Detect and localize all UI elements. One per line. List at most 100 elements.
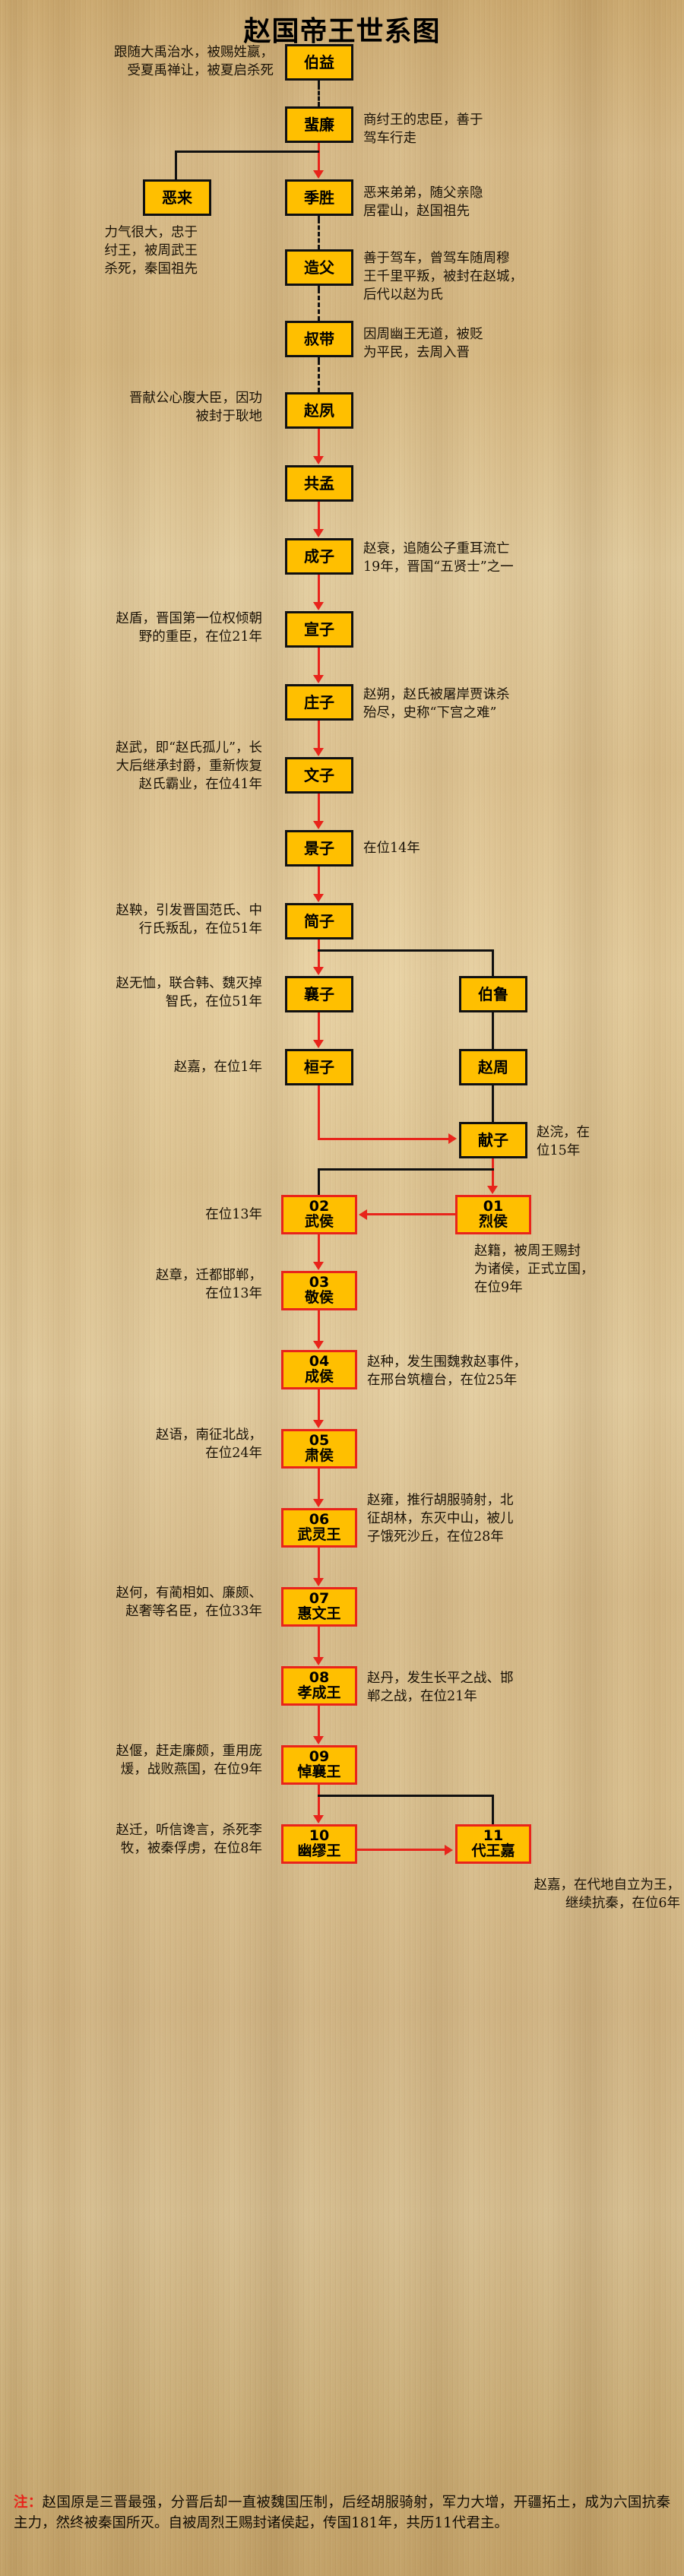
note-zhuangzi: 赵朔，赵氏被屠岸贾诛杀 殆尽，史称“下宫之难” — [363, 687, 510, 721]
node-jianzi[interactable]: 简子 — [285, 903, 353, 939]
node-feilian[interactable]: 蜚廉 — [285, 106, 353, 143]
note-wuhou: 在位13年 — [205, 1207, 262, 1222]
node-liehou-label: 烈侯 — [478, 1213, 508, 1230]
node-bolu[interactable]: 伯鲁 — [459, 976, 527, 1012]
node-youmiuwang-label: 幽缪王 — [297, 1842, 341, 1859]
node-daoxiangwang[interactable]: 09 悼襄王 — [281, 1745, 357, 1785]
node-wulingwang-number: 06 — [309, 1511, 330, 1529]
node-zaofu-label: 造父 — [304, 258, 334, 277]
node-zhuangzi[interactable]: 庄子 — [285, 684, 353, 721]
node-suhou-number: 05 — [309, 1432, 330, 1450]
arrow-xiangzi-huanzi — [313, 1040, 324, 1048]
node-suhou-label: 肃侯 — [304, 1447, 334, 1464]
connector-huanzi-xianzi-horizontal — [318, 1138, 451, 1140]
note-chengzi: 赵衰，追随公子重耳流亡 19年，晋国“五贤士”之一 — [363, 541, 514, 575]
connector-huiwenwang-xiaochengwang — [318, 1627, 320, 1663]
node-zhuangzi-label: 庄子 — [304, 692, 334, 711]
note-zhaosu: 晋献公心腹大臣，因功 被封于耿地 — [129, 391, 262, 425]
connector-huanzi-down — [318, 1085, 320, 1140]
node-chengzi[interactable]: 成子 — [285, 538, 353, 575]
node-chenghou[interactable]: 04 成侯 — [281, 1350, 357, 1389]
arrow-jianzi-xiangzi — [313, 967, 324, 975]
connector-boyi-feilian-dashed — [318, 85, 320, 106]
node-zhaozhou-label: 赵周 — [478, 1057, 508, 1076]
connector-split-horizontal-elai — [175, 151, 319, 153]
node-youmiuwang-number: 10 — [309, 1827, 330, 1845]
node-liehou[interactable]: 01 烈侯 — [455, 1195, 531, 1234]
connector-chengzi-xuanzi — [318, 575, 320, 608]
arrow-youmiuwang-daiwangjia — [445, 1845, 453, 1855]
arrow-zhuangzi-wenzi — [313, 748, 324, 756]
arrow-liehou-wuhou — [359, 1209, 367, 1220]
connector-feilian-down — [318, 143, 320, 172]
node-feilian-label: 蜚廉 — [304, 115, 334, 134]
node-zaofu[interactable]: 造父 — [285, 249, 353, 286]
connector-wulingwang-huiwenwang — [318, 1548, 320, 1584]
arrow-xuanzi-zhuangzi — [313, 675, 324, 683]
node-wulingwang-label: 武灵王 — [297, 1526, 341, 1543]
note-jingzi: 在位14年 — [363, 841, 420, 856]
note-daoxiangwang: 赵偃，赶走廉颇，重用庞 煖，战败燕国，在位9年 — [116, 1744, 263, 1778]
node-xianzi[interactable]: 献子 — [459, 1122, 527, 1158]
node-youmiuwang[interactable]: 10 幽缪王 — [281, 1824, 357, 1864]
node-chenghou-label: 成侯 — [304, 1368, 334, 1385]
node-daiwangjia[interactable]: 11 代王嘉 — [455, 1824, 531, 1864]
arrow-huanzi-xianzi — [448, 1133, 457, 1144]
node-gongmeng-label: 共孟 — [304, 474, 334, 493]
node-zhaozhou[interactable]: 赵周 — [459, 1049, 527, 1085]
node-xuanzi-label: 宣子 — [304, 619, 334, 638]
page-title: 赵国帝王世系图 — [243, 16, 441, 47]
connector-chenghou-suhou — [318, 1389, 320, 1426]
note-xuanzi: 赵盾，晋国第一位权倾朝 野的重臣，在位21年 — [116, 611, 263, 645]
node-jisheng[interactable]: 季胜 — [285, 179, 353, 216]
node-daiwangjia-number: 11 — [483, 1827, 504, 1845]
node-xiaochengwang[interactable]: 08 孝成王 — [281, 1666, 357, 1706]
node-jianzi-label: 简子 — [304, 911, 334, 930]
note-boyi: 跟随大禹治水，被赐姓嬴， 受夏禹禅让，被夏启杀死 — [114, 45, 274, 79]
arrow-wenzi-jingzi — [313, 821, 324, 829]
connector-daoxiangwang-youmiuwang — [318, 1785, 320, 1821]
arrow-wulingwang-huiwenwang — [313, 1578, 324, 1586]
node-wuhou-number: 02 — [309, 1198, 330, 1215]
arrow-xianzi-liehou — [487, 1186, 498, 1194]
node-xuanzi[interactable]: 宣子 — [285, 611, 353, 648]
node-boyi[interactable]: 伯益 — [285, 44, 353, 81]
node-boyi-label: 伯益 — [304, 52, 334, 71]
arrow-xiaochengwang-daoxiangwang — [313, 1736, 324, 1744]
note-liehou: 赵籍，被周王赐封 为诸侯，正式立国， 在位9年 — [474, 1244, 594, 1296]
arrow-chengzi-xuanzi — [313, 602, 324, 610]
note-zaofu: 善于驾车，曾驾车随周穆 王千里平叛，被封在赵城， 后代以赵为氏 — [363, 251, 523, 303]
connector-jianzi-bolu-horizontal — [318, 949, 494, 952]
footnote: 注：赵国原是三晋最强，分晋后却一直被魏国压制，后经胡服骑射，军力大增，开疆拓土，… — [14, 2493, 670, 2534]
node-xiangzi-label: 襄子 — [304, 984, 334, 1003]
node-shudai-label: 叔带 — [304, 329, 334, 348]
node-jingzi[interactable]: 景子 — [285, 830, 353, 867]
node-huiwenwang[interactable]: 07 惠文王 — [281, 1587, 357, 1627]
node-xiaochengwang-number: 08 — [309, 1669, 330, 1687]
node-wulingwang[interactable]: 06 武灵王 — [281, 1508, 357, 1548]
connector-liehou-wuhou — [367, 1213, 455, 1215]
node-xiangzi[interactable]: 襄子 — [285, 976, 353, 1012]
node-jisheng-label: 季胜 — [304, 188, 334, 207]
connector-suhou-wulingwang — [318, 1469, 320, 1505]
node-daoxiangwang-label: 悼襄王 — [297, 1763, 341, 1780]
connector-jisheng-zaofu-dashed — [318, 219, 320, 249]
node-huanzi[interactable]: 桓子 — [285, 1049, 353, 1085]
node-wenzi[interactable]: 文子 — [285, 757, 353, 794]
node-suhou[interactable]: 05 肃侯 — [281, 1429, 357, 1469]
connector-jianzi-bolu-down — [492, 949, 494, 976]
node-jinghou-label: 敬侯 — [304, 1289, 334, 1306]
node-zhaosu[interactable]: 赵夙 — [285, 392, 353, 429]
connector-wenzi-jingzi — [318, 794, 320, 827]
node-jinghou[interactable]: 03 敬侯 — [281, 1271, 357, 1310]
node-huiwenwang-number: 07 — [309, 1590, 330, 1608]
node-elai[interactable]: 恶来 — [143, 179, 211, 216]
connector-daoxiangwang-daiwangjia-down — [492, 1795, 494, 1824]
arrow-jinghou-chenghou — [313, 1341, 324, 1349]
node-wuhou[interactable]: 02 武侯 — [281, 1195, 357, 1234]
node-xiaochengwang-label: 孝成王 — [297, 1684, 341, 1701]
node-shudai[interactable]: 叔带 — [285, 321, 353, 357]
node-gongmeng[interactable]: 共孟 — [285, 465, 353, 502]
connector-zaofu-shudai-dashed — [318, 289, 320, 321]
connector-youmiuwang-daiwangjia — [357, 1849, 445, 1851]
